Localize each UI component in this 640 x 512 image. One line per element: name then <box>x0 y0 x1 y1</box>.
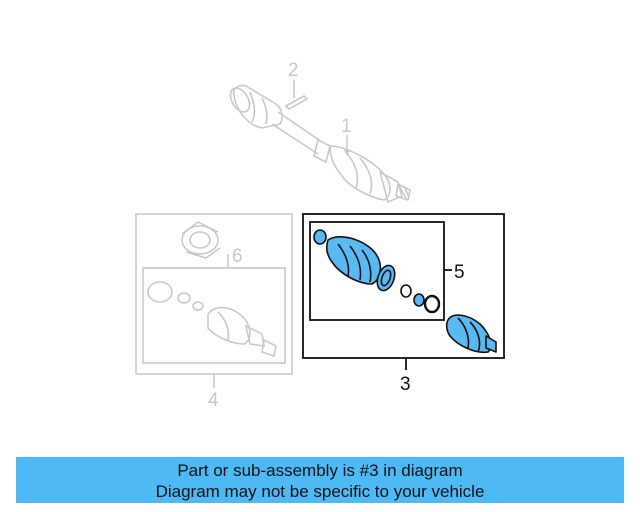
callout-part4: 4 <box>208 390 219 411</box>
callout-part6: 6 <box>232 246 243 267</box>
banner-line-part-note: Part or sub-assembly is #3 in diagram <box>177 461 463 480</box>
banner-line-disclaimer: Diagram may not be specific to your vehi… <box>155 482 485 501</box>
callout-part1: 1 <box>341 116 352 137</box>
clamp-pin <box>284 80 309 110</box>
callout-part5: 5 <box>454 262 465 283</box>
callout-part2: 2 <box>288 60 299 81</box>
axle-shaft-assembly <box>229 84 411 203</box>
cv-boot-kit <box>313 229 497 354</box>
part3-assembly-box <box>302 213 505 370</box>
part4-assembly-box <box>135 213 293 388</box>
info-banner: Part or sub-assembly is #3 in diagram Di… <box>16 457 624 503</box>
callout-part3: 3 <box>400 374 411 395</box>
parts-diagram: 1 2 4 6 <box>135 60 505 411</box>
